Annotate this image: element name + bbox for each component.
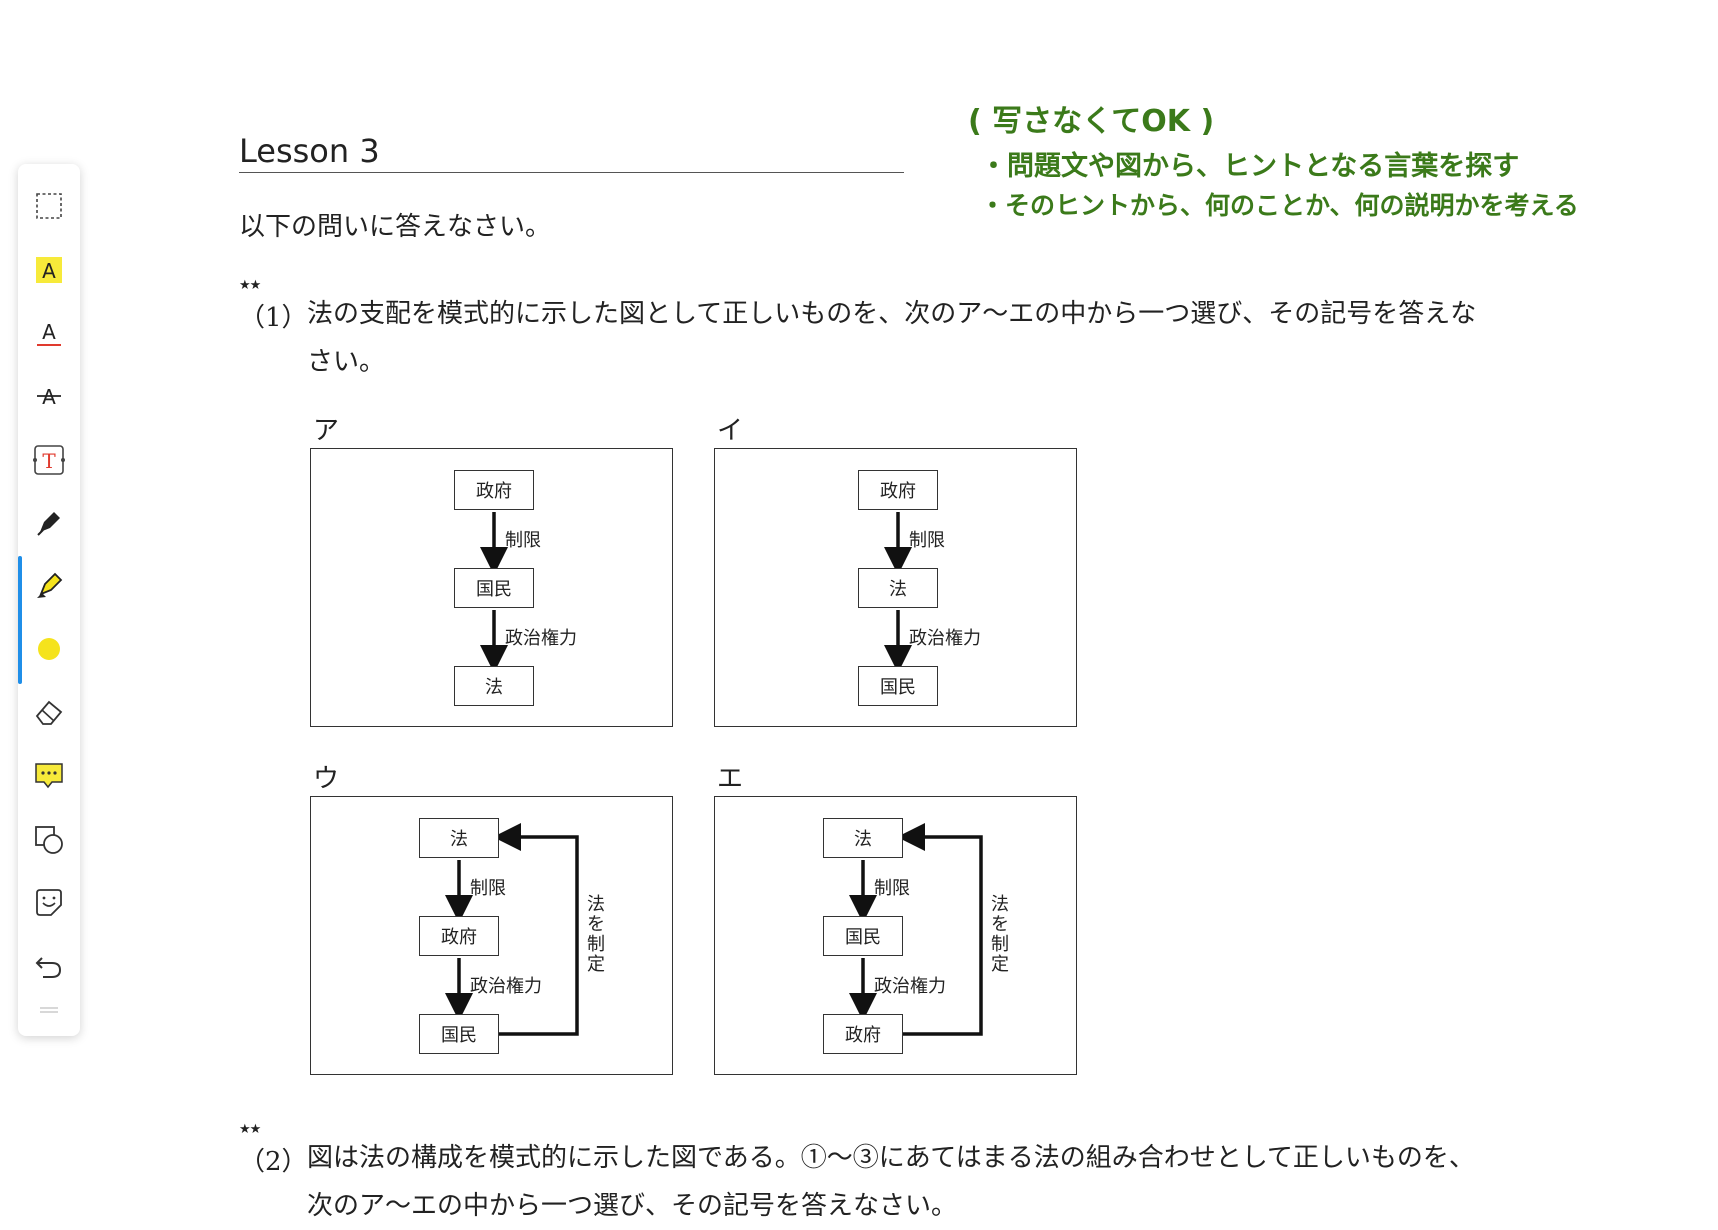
diagram-box: 法 xyxy=(858,568,938,608)
q1-difficulty-stars: ★★ xyxy=(239,278,261,293)
underline-a-icon: A xyxy=(37,320,61,346)
svg-text:T: T xyxy=(42,449,56,473)
diagram-box: 法 xyxy=(454,666,534,706)
edge-label: 制限 xyxy=(505,530,541,551)
diagram-box: 国民 xyxy=(419,1014,499,1054)
highlighter-icon xyxy=(37,572,63,598)
diagram-box: 法 xyxy=(823,818,903,858)
undo-icon xyxy=(35,957,62,978)
option-i-arrows xyxy=(884,512,912,673)
strikethrough-text-tool[interactable]: A xyxy=(18,370,80,422)
edge-label: 政治権力 xyxy=(874,976,946,997)
option-a-arrows xyxy=(480,512,508,673)
instruction-text: 以下の問いに答えなさい。 xyxy=(239,212,552,242)
diagram-box: 国民 xyxy=(858,666,938,706)
edge-label: 制限 xyxy=(874,878,910,899)
shapes-icon xyxy=(35,826,63,854)
diagram-box: 国民 xyxy=(823,916,903,956)
shape-tool[interactable] xyxy=(18,814,80,866)
diagram-box: 国民 xyxy=(454,568,534,608)
side-label-vertical: 法を制定 xyxy=(991,894,1009,975)
handwritten-note-header: ( 写さなくてOK ) xyxy=(968,104,1215,139)
option-i-figure: 政府 制限 法 政治権力 国民 xyxy=(714,448,1077,727)
pen-icon xyxy=(37,512,60,536)
highlight-text-tool[interactable]: A xyxy=(18,244,80,296)
svg-text:A: A xyxy=(42,385,56,409)
q1-number: （1） xyxy=(239,303,308,333)
diagram-box: 政府 xyxy=(419,916,499,956)
option-a-label: ア xyxy=(313,416,340,446)
option-u-arrows xyxy=(445,823,579,1036)
highlighter-tool[interactable] xyxy=(18,560,80,612)
q2-text: 図は法の構成を模式的に示した図である。①〜③にあてはまる法の組み合わせとして正し… xyxy=(307,1134,1475,1230)
toolbar-drag-handle[interactable] xyxy=(18,992,80,1028)
edge-label: 制限 xyxy=(470,878,506,899)
text-t-icon: T xyxy=(33,445,65,475)
q2-text-line1: 図は法の構成を模式的に示した図である。①〜③にあてはまる法の組み合わせとして正し… xyxy=(307,1143,1475,1173)
strike-a-icon: A xyxy=(37,385,61,409)
handwritten-note-line: ・そのヒントから、何のことか、何の説明かを考える xyxy=(980,191,1579,220)
sticker-icon xyxy=(36,889,62,916)
option-e-arrows xyxy=(849,823,983,1036)
diagram-box: 政府 xyxy=(823,1014,903,1054)
eraser-icon xyxy=(35,700,63,725)
q1-text: 法の支配を模式的に示した図として正しいものを、次のア〜エの中から一つ選び、その記… xyxy=(307,290,1476,386)
handwritten-note-line: ・問題文や図から、ヒントとなる言葉を探す xyxy=(980,151,1520,182)
option-e-label: エ xyxy=(717,764,744,794)
q1-text-line1: 法の支配を模式的に示した図として正しいものを、次のア〜エの中から一つ選び、その記… xyxy=(307,299,1477,329)
active-tool-indicator xyxy=(18,556,22,684)
eraser-tool[interactable] xyxy=(18,686,80,738)
undo-button[interactable] xyxy=(18,940,80,992)
edge-label: 制限 xyxy=(909,530,945,551)
edge-label: 政治権力 xyxy=(909,628,981,649)
lasso-select-tool[interactable] xyxy=(18,180,80,232)
q2-difficulty-stars: ★★ xyxy=(239,1122,261,1137)
option-u-figure: 法 制限 政府 政治権力 国民 法を制定 xyxy=(310,796,673,1075)
dashed-rect-icon xyxy=(36,193,62,219)
yellow-dot-icon xyxy=(38,638,60,660)
option-a-figure: 政府 制限 国民 政治権力 法 xyxy=(310,448,673,727)
comment-icon xyxy=(35,763,63,789)
text-box-tool[interactable]: T xyxy=(18,434,80,486)
annotation-toolbar: A A A T xyxy=(18,164,80,1036)
diagram-box: 政府 xyxy=(858,470,938,510)
edge-label: 政治権力 xyxy=(470,976,542,997)
side-label-vertical: 法を制定 xyxy=(587,894,605,975)
diagram-box: 政府 xyxy=(454,470,534,510)
sticker-tool[interactable] xyxy=(18,877,80,929)
q1-text-line2: さい。 xyxy=(307,347,386,377)
option-i-label: イ xyxy=(717,416,744,446)
svg-text:A: A xyxy=(42,320,56,344)
underline-text-tool[interactable]: A xyxy=(18,307,80,359)
q2-number: （2） xyxy=(239,1147,308,1177)
option-u-label: ウ xyxy=(313,764,340,794)
pen-tool[interactable] xyxy=(18,497,80,549)
comment-tool[interactable] xyxy=(18,750,80,802)
drag-handle-icon xyxy=(40,1007,58,1013)
lesson-title: Lesson 3 xyxy=(239,132,380,170)
q2-text-line2: 次のア〜エの中から一つ選び、その記号を答えなさい。 xyxy=(307,1191,958,1221)
title-underline xyxy=(239,172,904,173)
color-picker[interactable] xyxy=(18,623,80,675)
option-e-figure: 法 制限 国民 政治権力 政府 法を制定 xyxy=(714,796,1077,1075)
edge-label: 政治権力 xyxy=(505,628,577,649)
highlight-a-icon: A xyxy=(36,257,62,283)
diagram-box: 法 xyxy=(419,818,499,858)
svg-text:A: A xyxy=(42,259,56,283)
